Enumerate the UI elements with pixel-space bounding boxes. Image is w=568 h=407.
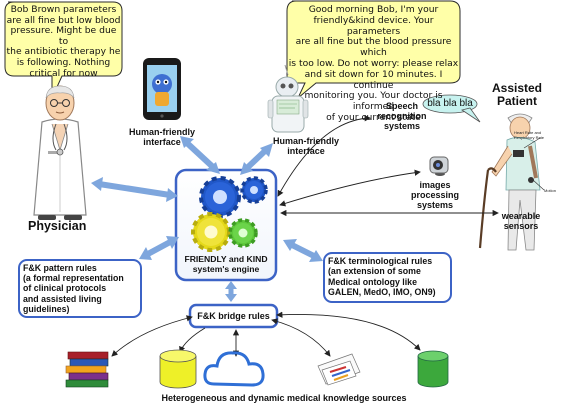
patient-label: Assisted Patient [491, 81, 543, 108]
papers-icon [317, 353, 361, 386]
books-icon [65, 351, 109, 388]
cloud-icon [203, 351, 265, 387]
patient-speech-text: bla bla bla [427, 98, 473, 109]
device-speech-text: Good morning Bob, I'm your friendly&kind… [288, 4, 459, 123]
tablet-interface-label: Human-friendly interface [128, 127, 195, 147]
patient-motion-tag: Motion [544, 188, 557, 193]
physician-label: Physician [28, 219, 87, 233]
arrow-to-papers [271, 318, 331, 357]
arrow-engine-robot [240, 143, 273, 175]
speech-recognition-label: Speech recognition systems [377, 101, 427, 131]
wearable-sensors-label: wearable sensors [501, 211, 541, 231]
footer-caption: Heterogeneous and dynamic medical knowle… [161, 393, 407, 403]
bridge-rules-label: F&K bridge rules [197, 311, 270, 321]
physician-speech-text: Bob Brown parameters are all fine but lo… [6, 4, 121, 79]
engine-label: FRIENDLY and KIND system's engine [184, 254, 268, 274]
arrow-to-db-yellow [179, 327, 206, 353]
arrow-to-db-green [276, 311, 421, 351]
arrow-engine-tablet [180, 136, 220, 174]
pattern-rules-box [18, 259, 142, 318]
physician-figure [33, 85, 87, 220]
patient-device-tags: Heart Rate and Respiratory Rate [514, 130, 545, 140]
robot-interface-label: Human-friendly interface [272, 136, 339, 156]
yellow-gear-icon [191, 212, 231, 252]
terminological-rules-text: F&K terminological rules (an extension o… [328, 256, 436, 298]
images-processing-label: images processing systems [410, 180, 459, 210]
arrow-to-books [111, 315, 193, 357]
database-yellow-icon [159, 349, 197, 389]
blue-gear-icon [199, 176, 241, 218]
database-green-icon [417, 350, 449, 388]
arrow-engine-terminological [283, 239, 323, 262]
camera-icon [429, 156, 449, 176]
arrow-engine-physician [91, 177, 178, 202]
arrow-images [279, 169, 421, 207]
terminological-rules-box [323, 252, 452, 303]
patient-speech-bubble [422, 94, 481, 123]
green-gear-icon [228, 218, 258, 248]
arrow-engine-bridge [225, 281, 237, 302]
blue-gear-small-icon [240, 176, 268, 204]
arrow-engine-pattern [139, 236, 179, 260]
pattern-rules-text: F&K pattern rules (a formal representati… [23, 263, 124, 314]
tablet-device [143, 58, 181, 120]
patient-figure [478, 113, 545, 251]
